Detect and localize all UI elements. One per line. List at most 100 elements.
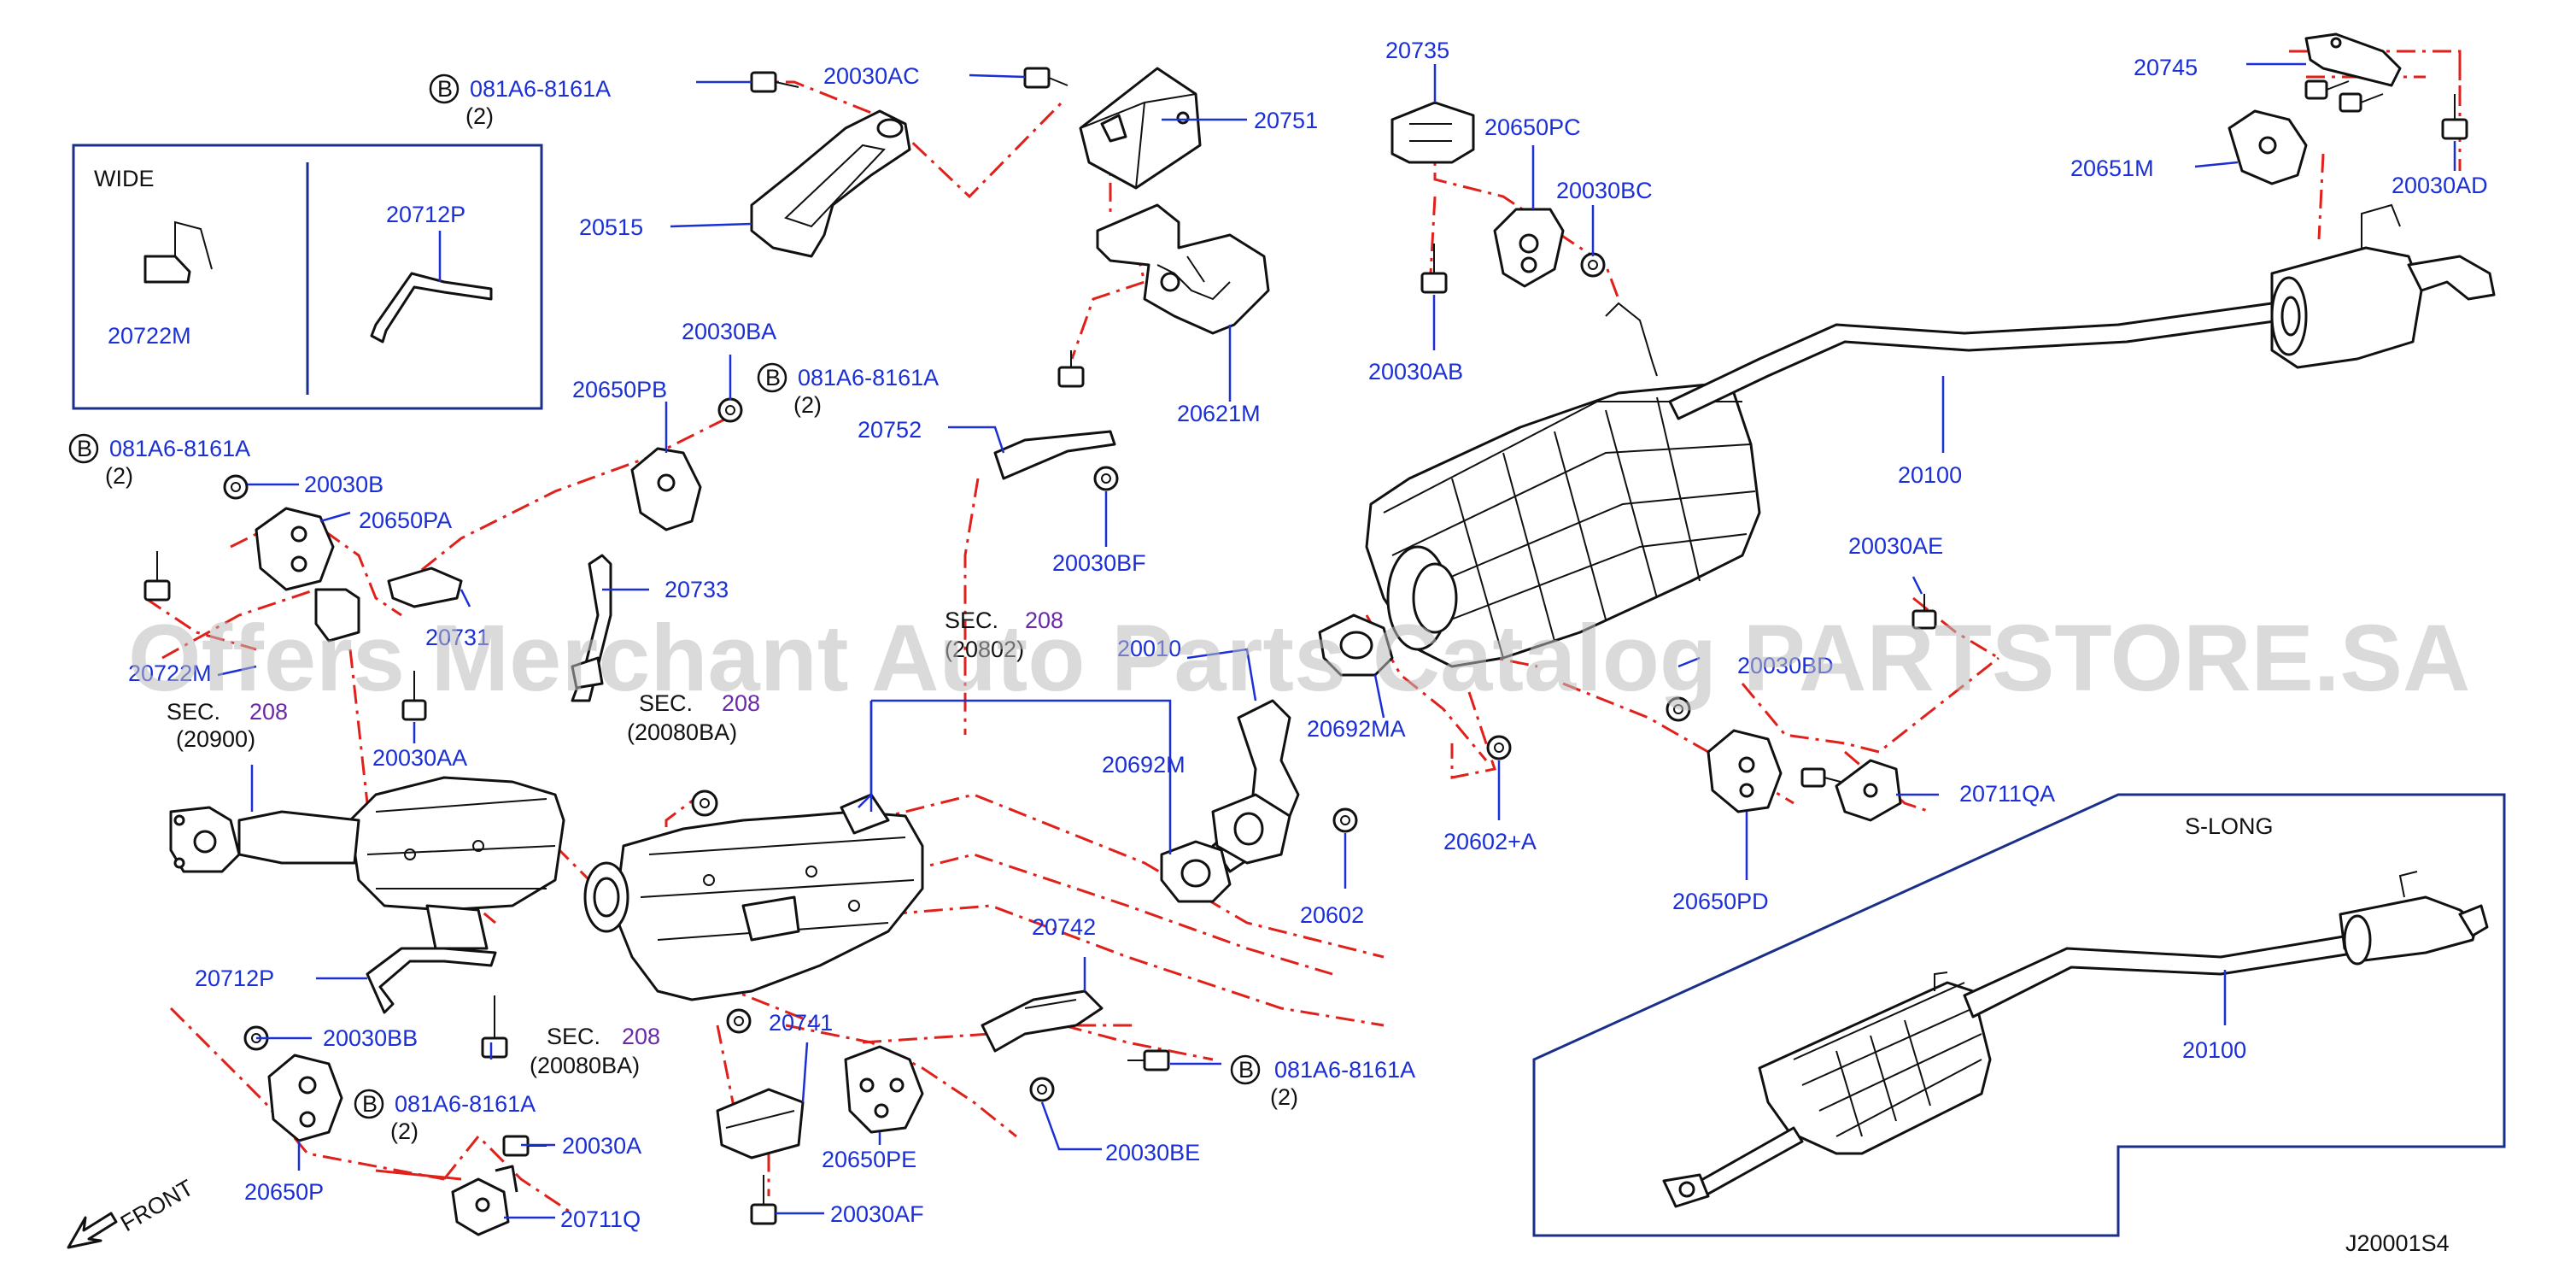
- label-20030af: 20030AF: [830, 1201, 924, 1227]
- nut-icon: [223, 474, 249, 500]
- sec-ref-20900: (20900): [176, 726, 255, 752]
- bolt-icon: [1912, 594, 1937, 630]
- bolt-icon: [1023, 67, 1068, 89]
- svg-text:B: B: [77, 436, 92, 461]
- label-20030bd: 20030BD: [1737, 653, 1834, 678]
- leader-lines: [217, 62, 2456, 1219]
- svg-text:B: B: [1238, 1057, 1254, 1083]
- label-20733: 20733: [664, 577, 729, 602]
- bolt-qty-4: (2): [390, 1118, 419, 1144]
- front-label: FRONT: [116, 1175, 198, 1236]
- label-20692ma: 20692MA: [1307, 716, 1406, 742]
- insulator-20650pa: [255, 507, 335, 591]
- label-20751: 20751: [1254, 108, 1318, 133]
- label-20030be: 20030BE: [1105, 1140, 1200, 1165]
- nut-icon: [726, 1008, 752, 1034]
- label-20030ac: 20030AC: [823, 63, 920, 89]
- svg-text:208: 208: [1025, 608, 1063, 633]
- label-20752: 20752: [858, 417, 922, 443]
- nut-icon: [1666, 696, 1691, 722]
- sec-ref-20802: (20802): [945, 637, 1024, 662]
- bolt-icon: [1420, 244, 1448, 294]
- svg-text:SEC.: SEC.: [639, 690, 693, 716]
- nut-icon: [1029, 1077, 1055, 1102]
- bolt-part-1: 081A6-8161A: [470, 76, 611, 102]
- label-20741: 20741: [769, 1010, 833, 1036]
- tail-pipe-slong: [1963, 934, 2359, 1019]
- label-20650pc: 20650PC: [1484, 114, 1581, 140]
- label-20722m: 20722M: [128, 660, 212, 686]
- nut-icon: [691, 790, 718, 817]
- label-20731: 20731: [425, 625, 489, 650]
- label-20030a: 20030A: [562, 1133, 641, 1159]
- bolt-icon: [750, 71, 799, 93]
- bolt-icon: [2339, 92, 2384, 113]
- bolt-icon: [143, 551, 171, 602]
- bracket-20722m-inset: [143, 255, 191, 284]
- bracket-20745: [2304, 32, 2402, 87]
- nut-icon: [1093, 466, 1119, 491]
- bracket-20731: [387, 566, 463, 608]
- label-20712p-inset: 20712P: [386, 202, 465, 227]
- label-20735: 20735: [1385, 38, 1449, 63]
- bolt-qty-3: (2): [105, 463, 133, 489]
- label-20722m-inset: 20722M: [108, 323, 191, 349]
- svg-text:208: 208: [722, 690, 760, 716]
- catalyst-front: [348, 776, 565, 912]
- svg-text:SEC.: SEC.: [167, 699, 220, 725]
- insulator-20650p: [267, 1054, 343, 1142]
- svg-text:208: 208: [249, 699, 288, 725]
- svg-text:B: B: [437, 76, 453, 102]
- label-20030ba: 20030BA: [682, 319, 776, 344]
- label-20030ab: 20030AB: [1368, 359, 1463, 385]
- label-20711qa: 20711QA: [1959, 781, 2055, 807]
- sec-ref-20080ba-upper: (20080BA): [627, 719, 737, 745]
- label-20100: 20100: [1898, 462, 1962, 488]
- nut-icon: [1580, 252, 1606, 278]
- nut-icon: [1486, 735, 1512, 760]
- label-20030bf: 20030BF: [1052, 550, 1146, 576]
- bolt-callouts: B 081A6-8161A (2) B 081A6-8161A (2) B 08…: [68, 73, 1415, 1144]
- svg-text:B: B: [362, 1091, 378, 1117]
- bolt-part-5: 081A6-8161A: [1274, 1057, 1415, 1083]
- label-20651m: 20651M: [2070, 156, 2154, 181]
- front-direction-indicator: FRONT: [67, 1175, 198, 1249]
- label-20711q: 20711Q: [560, 1206, 641, 1232]
- label-20602a: 20602+A: [1443, 829, 1537, 854]
- label-20100-slong: 20100: [2182, 1037, 2246, 1063]
- svg-text:B: B: [765, 365, 781, 390]
- label-20742: 20742: [1032, 914, 1096, 940]
- bolt-icon: [2304, 79, 2350, 100]
- fasteners: [143, 67, 2468, 1225]
- label-20650pa: 20650PA: [359, 508, 452, 533]
- bolt-part-3: 081A6-8161A: [109, 436, 250, 461]
- label-20650pd: 20650PD: [1672, 889, 1769, 914]
- front-arrow-icon: [67, 1212, 118, 1249]
- inset-wide: WIDE 20722M 20712P: [72, 144, 543, 410]
- label-20515: 20515: [579, 214, 643, 240]
- sec-ref-20080ba-lower: (20080BA): [530, 1053, 640, 1078]
- label-20030bc: 20030BC: [1556, 178, 1653, 203]
- bolt-icon: [1127, 1049, 1170, 1071]
- nut-icon: [717, 397, 743, 423]
- label-20030ad: 20030AD: [2392, 173, 2488, 198]
- watermark: Offers Merchant Auto Parts Catalog PARTS…: [128, 606, 2470, 711]
- main-muffler-slong: [1758, 981, 1992, 1155]
- pipe-20712p: [366, 947, 497, 1014]
- inset-wide-title: WIDE: [94, 166, 155, 191]
- label-20650pe: 20650PE: [822, 1147, 916, 1172]
- bolt-qty-1: (2): [465, 103, 494, 129]
- bracket-20742: [981, 989, 1104, 1053]
- bolt-part-2: 081A6-8161A: [798, 365, 939, 390]
- bolt-part-4: 081A6-8161A: [395, 1091, 536, 1117]
- label-20621m: 20621M: [1177, 401, 1261, 426]
- pipe-to-flange-20900: [237, 810, 360, 865]
- label-20650pb: 20650PB: [572, 377, 667, 402]
- nut-icon: [1332, 807, 1358, 833]
- bolt-icon: [401, 671, 427, 721]
- label-20650p: 20650P: [244, 1179, 324, 1205]
- label-20712p: 20712P: [195, 966, 274, 991]
- svg-text:SEC.: SEC.: [945, 608, 998, 633]
- svg-text:208: 208: [622, 1024, 660, 1049]
